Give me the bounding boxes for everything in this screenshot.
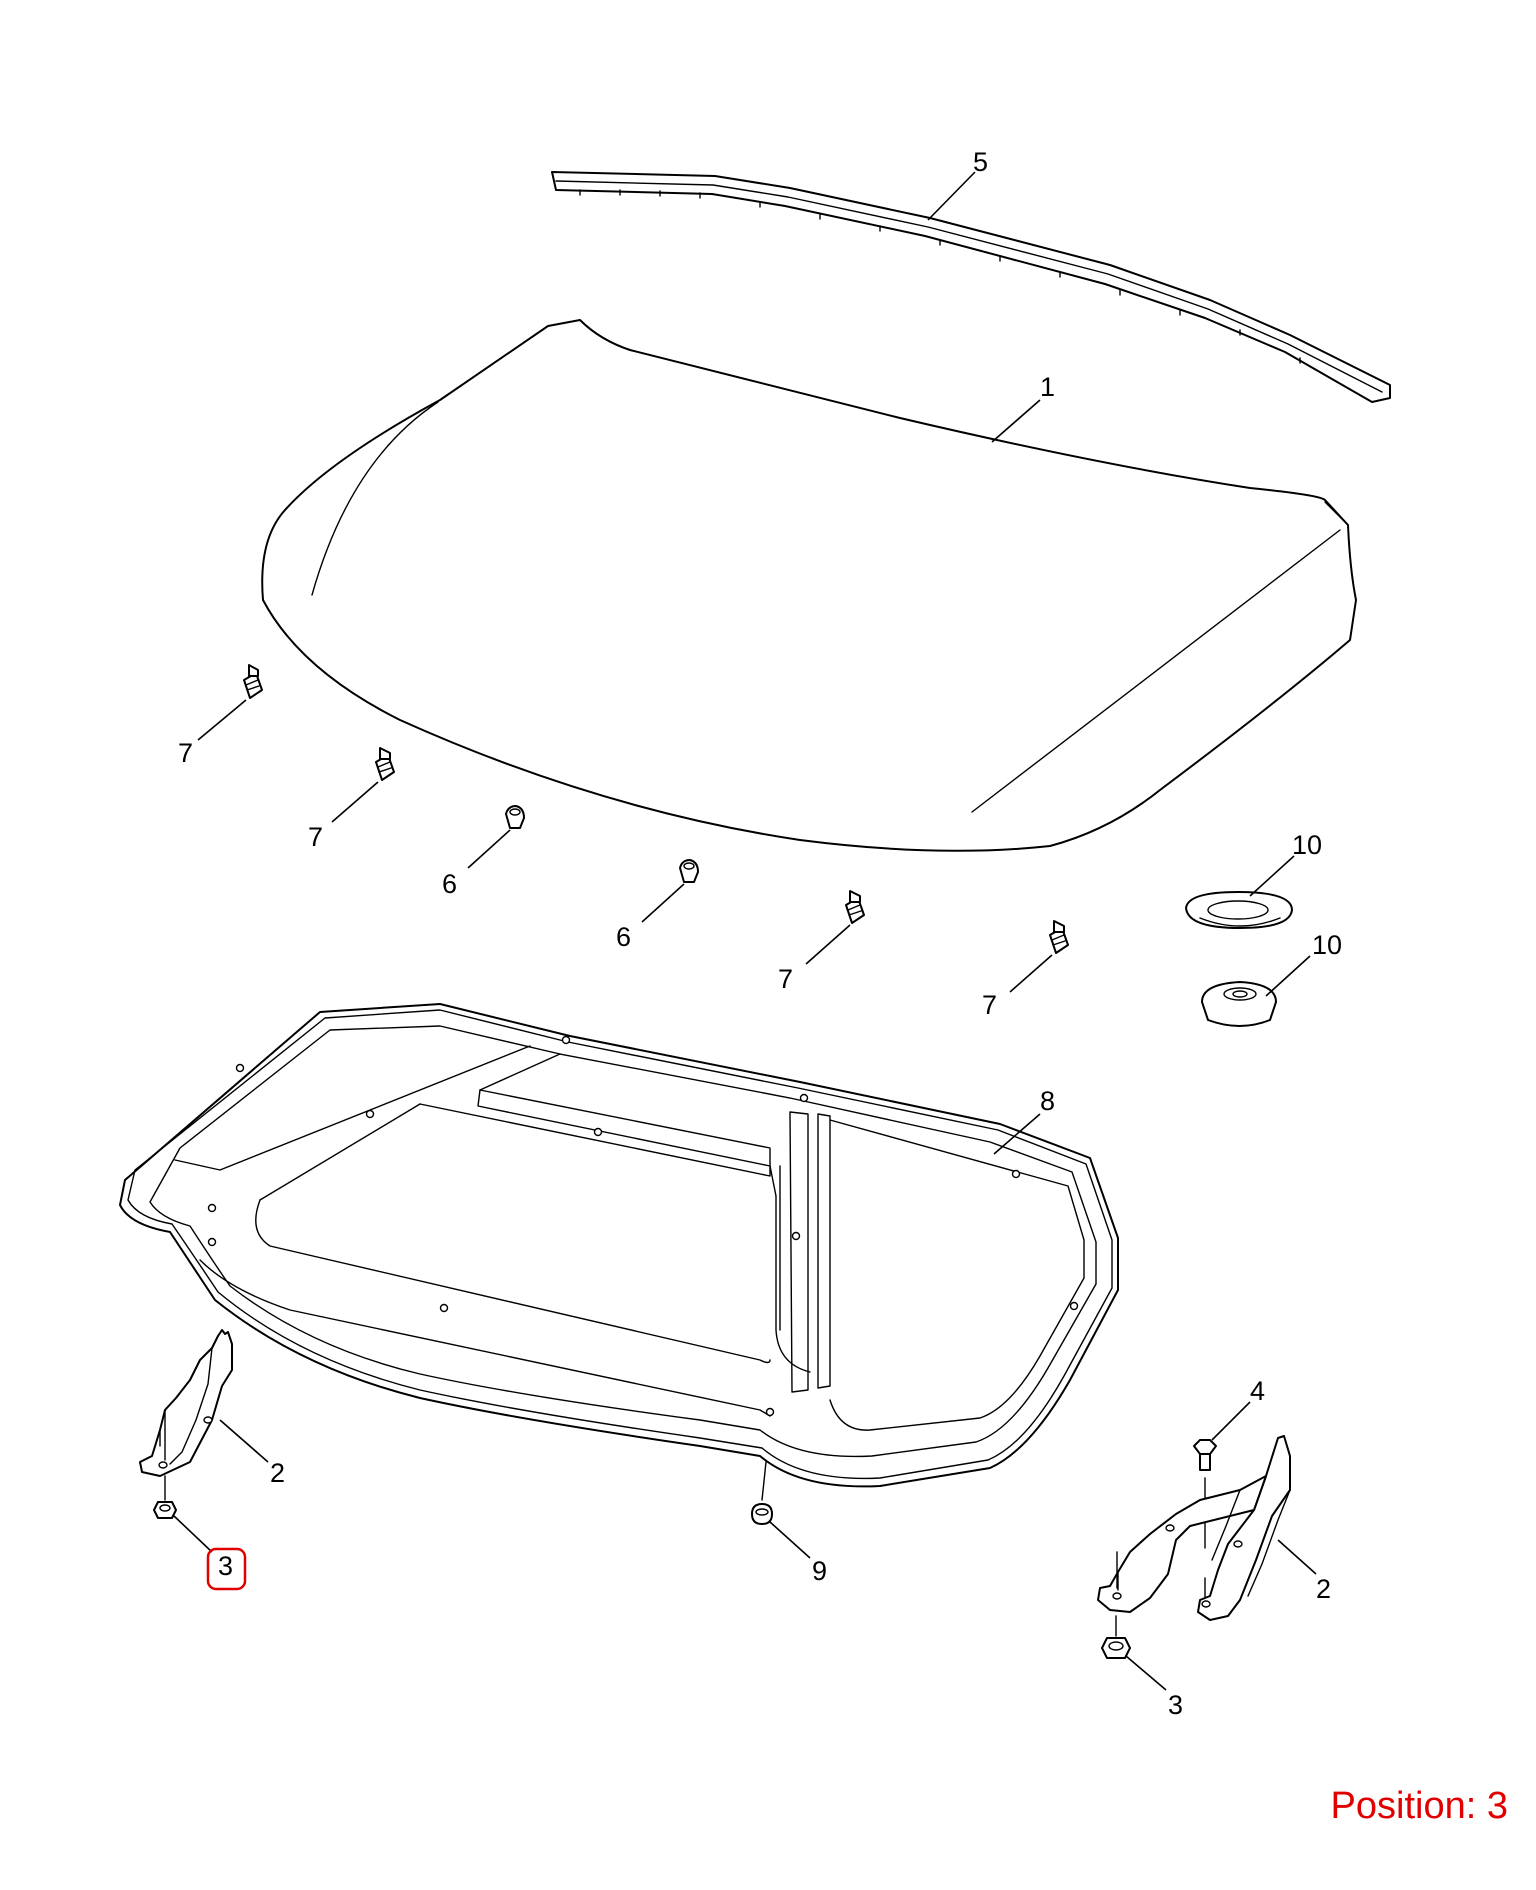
hinge-part-2-left[interactable]	[139, 1329, 233, 1477]
callout-7b[interactable]: 7	[308, 822, 323, 852]
callout-3b[interactable]: 3	[1168, 1690, 1183, 1720]
leader-10a	[1249, 855, 1295, 897]
hood-panel-part-1[interactable]	[261, 319, 1357, 852]
leader-1	[991, 399, 1041, 443]
grommet-part-10-a[interactable]	[1185, 891, 1293, 929]
callout-7a[interactable]: 7	[178, 738, 193, 768]
leader-7b	[331, 781, 379, 823]
callout-5[interactable]: 5	[973, 147, 988, 177]
callout-6a[interactable]: 6	[442, 869, 457, 899]
leader-9	[769, 1521, 811, 1559]
bumper-part-6-a[interactable]	[505, 805, 525, 829]
callout-7d[interactable]: 7	[982, 990, 997, 1020]
leader-3b	[1125, 1655, 1167, 1691]
position-label: Position: 3	[1330, 1785, 1508, 1827]
grommet-part-10-b[interactable]	[1201, 981, 1277, 1027]
leader-7d	[1009, 954, 1053, 993]
bolt-part-4[interactable]	[1193, 1439, 1217, 1609]
leader-2b	[1277, 1539, 1317, 1575]
leader-8	[993, 1113, 1041, 1155]
leader-10b	[1265, 955, 1311, 997]
weatherstrip-part-5[interactable]	[551, 171, 1391, 403]
leader-5	[927, 171, 976, 221]
callout-4[interactable]: 4	[1250, 1376, 1265, 1406]
callout-1[interactable]: 1	[1040, 372, 1055, 402]
callout-9[interactable]: 9	[812, 1556, 827, 1586]
callout-6b[interactable]: 6	[616, 922, 631, 952]
callout-3a[interactable]: 3	[218, 1551, 233, 1581]
nut-part-3-right[interactable]	[1101, 1615, 1131, 1659]
callout-10a[interactable]: 10	[1292, 830, 1322, 860]
bumper-part-7-a[interactable]	[243, 664, 263, 699]
callout-2a[interactable]: 2	[270, 1458, 285, 1488]
bumper-part-6-b[interactable]	[679, 859, 699, 883]
leader-7a	[197, 699, 247, 741]
hinge-part-2-right[interactable]	[1097, 1435, 1291, 1621]
nut-part-3-left[interactable]	[153, 1475, 177, 1519]
callout-2b[interactable]: 2	[1316, 1574, 1331, 1604]
leader-6b	[641, 883, 685, 923]
callout-7c[interactable]: 7	[778, 964, 793, 994]
leader-6a	[467, 829, 511, 869]
leader-3a	[173, 1515, 213, 1553]
callout-8[interactable]: 8	[1040, 1086, 1055, 1116]
callout-10b[interactable]: 10	[1312, 930, 1342, 960]
leader-2a	[219, 1419, 269, 1463]
callout-3-highlight-box	[206, 1547, 247, 1591]
leader-4	[1211, 1401, 1251, 1441]
bumper-part-7-d[interactable]	[1049, 920, 1069, 954]
bumper-part-7-c[interactable]	[845, 890, 865, 924]
bumper-part-7-b[interactable]	[375, 747, 395, 781]
insulator-part-8[interactable]	[119, 1003, 1119, 1488]
leader-7c	[805, 924, 851, 965]
retainer-part-9[interactable]	[751, 1461, 773, 1525]
